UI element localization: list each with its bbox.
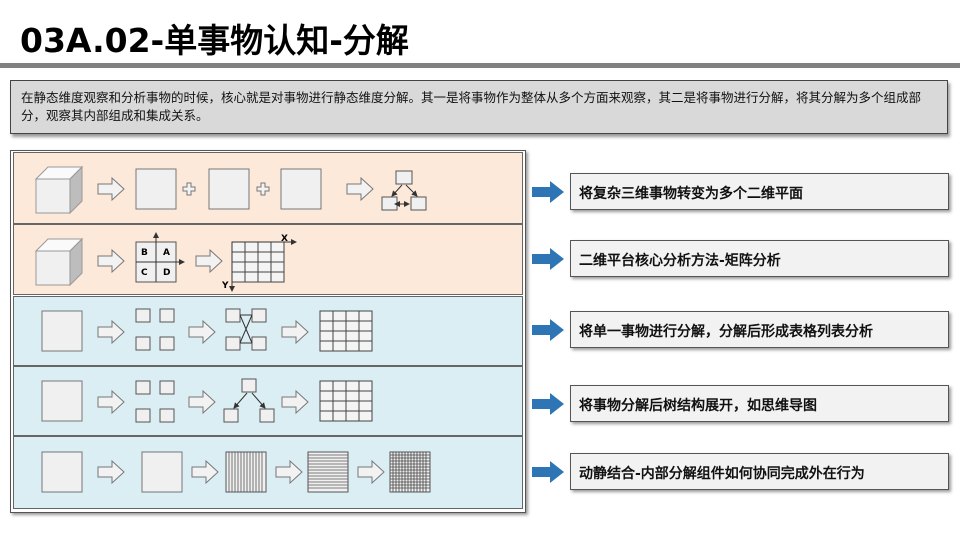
page-title: 03A.02-单事物认知-分解 [20,21,409,60]
row-matrix-analysis: B A C D X Y [13,224,523,295]
whole-square-icon [41,380,83,422]
table-grid-icon [319,310,373,352]
crosshatch-grid-icon [389,451,431,493]
blue-arrow-icon [532,319,564,341]
quadrant-b: B [141,248,148,258]
arrow-right-icon [357,460,385,484]
label-table-decomposition: 将单一事物进行分解，分解后形成表格列表分析 [570,311,949,348]
arrow-right-icon [195,249,223,273]
row-dynamic-static [13,436,523,509]
plus-icon [256,182,270,196]
quadrant-matrix-icon: B A C D [135,232,185,283]
cube-icon [35,238,83,286]
arrow-right-icon [346,177,374,201]
arrow-right-icon [97,460,125,484]
row-3d-to-2d [13,152,523,224]
table-grid-icon [319,380,373,422]
plus-icon [182,182,196,196]
arrow-right-icon [188,390,216,414]
whole-square-icon [41,310,83,352]
parts-icon [135,380,175,423]
label-tree-decomposition: 将事物分解后树结构展开，如思维导图 [570,385,949,422]
xy-grid-icon: X Y [221,234,297,292]
quadrant-a: A [163,248,170,258]
blue-arrow-icon [532,248,564,270]
arrow-right-icon [97,249,125,273]
arrow-right-icon [281,390,309,414]
axis-y-label: Y [221,281,229,291]
relation-triangle-icon [381,170,427,211]
arrow-right-icon [281,320,309,344]
horizontal-lines-icon [307,451,349,493]
arrow-right-icon [97,177,125,201]
cube-icon [35,166,83,214]
blue-arrow-icon [532,393,564,415]
whole-square-icon [41,451,83,493]
axis-x-label: X [281,234,288,244]
row-tree-decomposition [13,366,523,436]
decomposition-diagram-panel: B A C D X Y [10,150,526,513]
connected-parts-icon [225,308,267,351]
arrow-right-icon [97,390,125,414]
label-3d-to-2d: 将复杂三维事物转变为多个二维平面 [570,173,949,210]
row-table-decomposition [13,296,523,366]
label-matrix-analysis: 二维平台核心分析方法-矩阵分析 [570,240,949,277]
plane-square-icon [208,168,250,210]
arrow-right-icon [275,460,303,484]
arrow-right-icon [188,320,216,344]
blue-arrow-icon [532,181,564,203]
tree-structure-icon [223,378,275,423]
label-dynamic-static: 动静结合-内部分解组件如何协同完成外在行为 [570,453,949,490]
square-icon [141,451,183,493]
plane-square-icon [135,168,177,210]
vertical-lines-icon [225,451,267,493]
title-divider [0,63,960,68]
quadrant-c: C [141,268,148,278]
quadrant-d: D [163,268,170,278]
description-box: 在静态维度观察和分析事物的时候，核心就是对事物进行静态维度分解。其一是将事物作为… [10,80,948,134]
arrow-right-icon [191,460,219,484]
plane-square-icon [280,168,322,210]
blue-arrow-icon [532,461,564,483]
parts-icon [135,308,175,351]
arrow-right-icon [97,320,125,344]
